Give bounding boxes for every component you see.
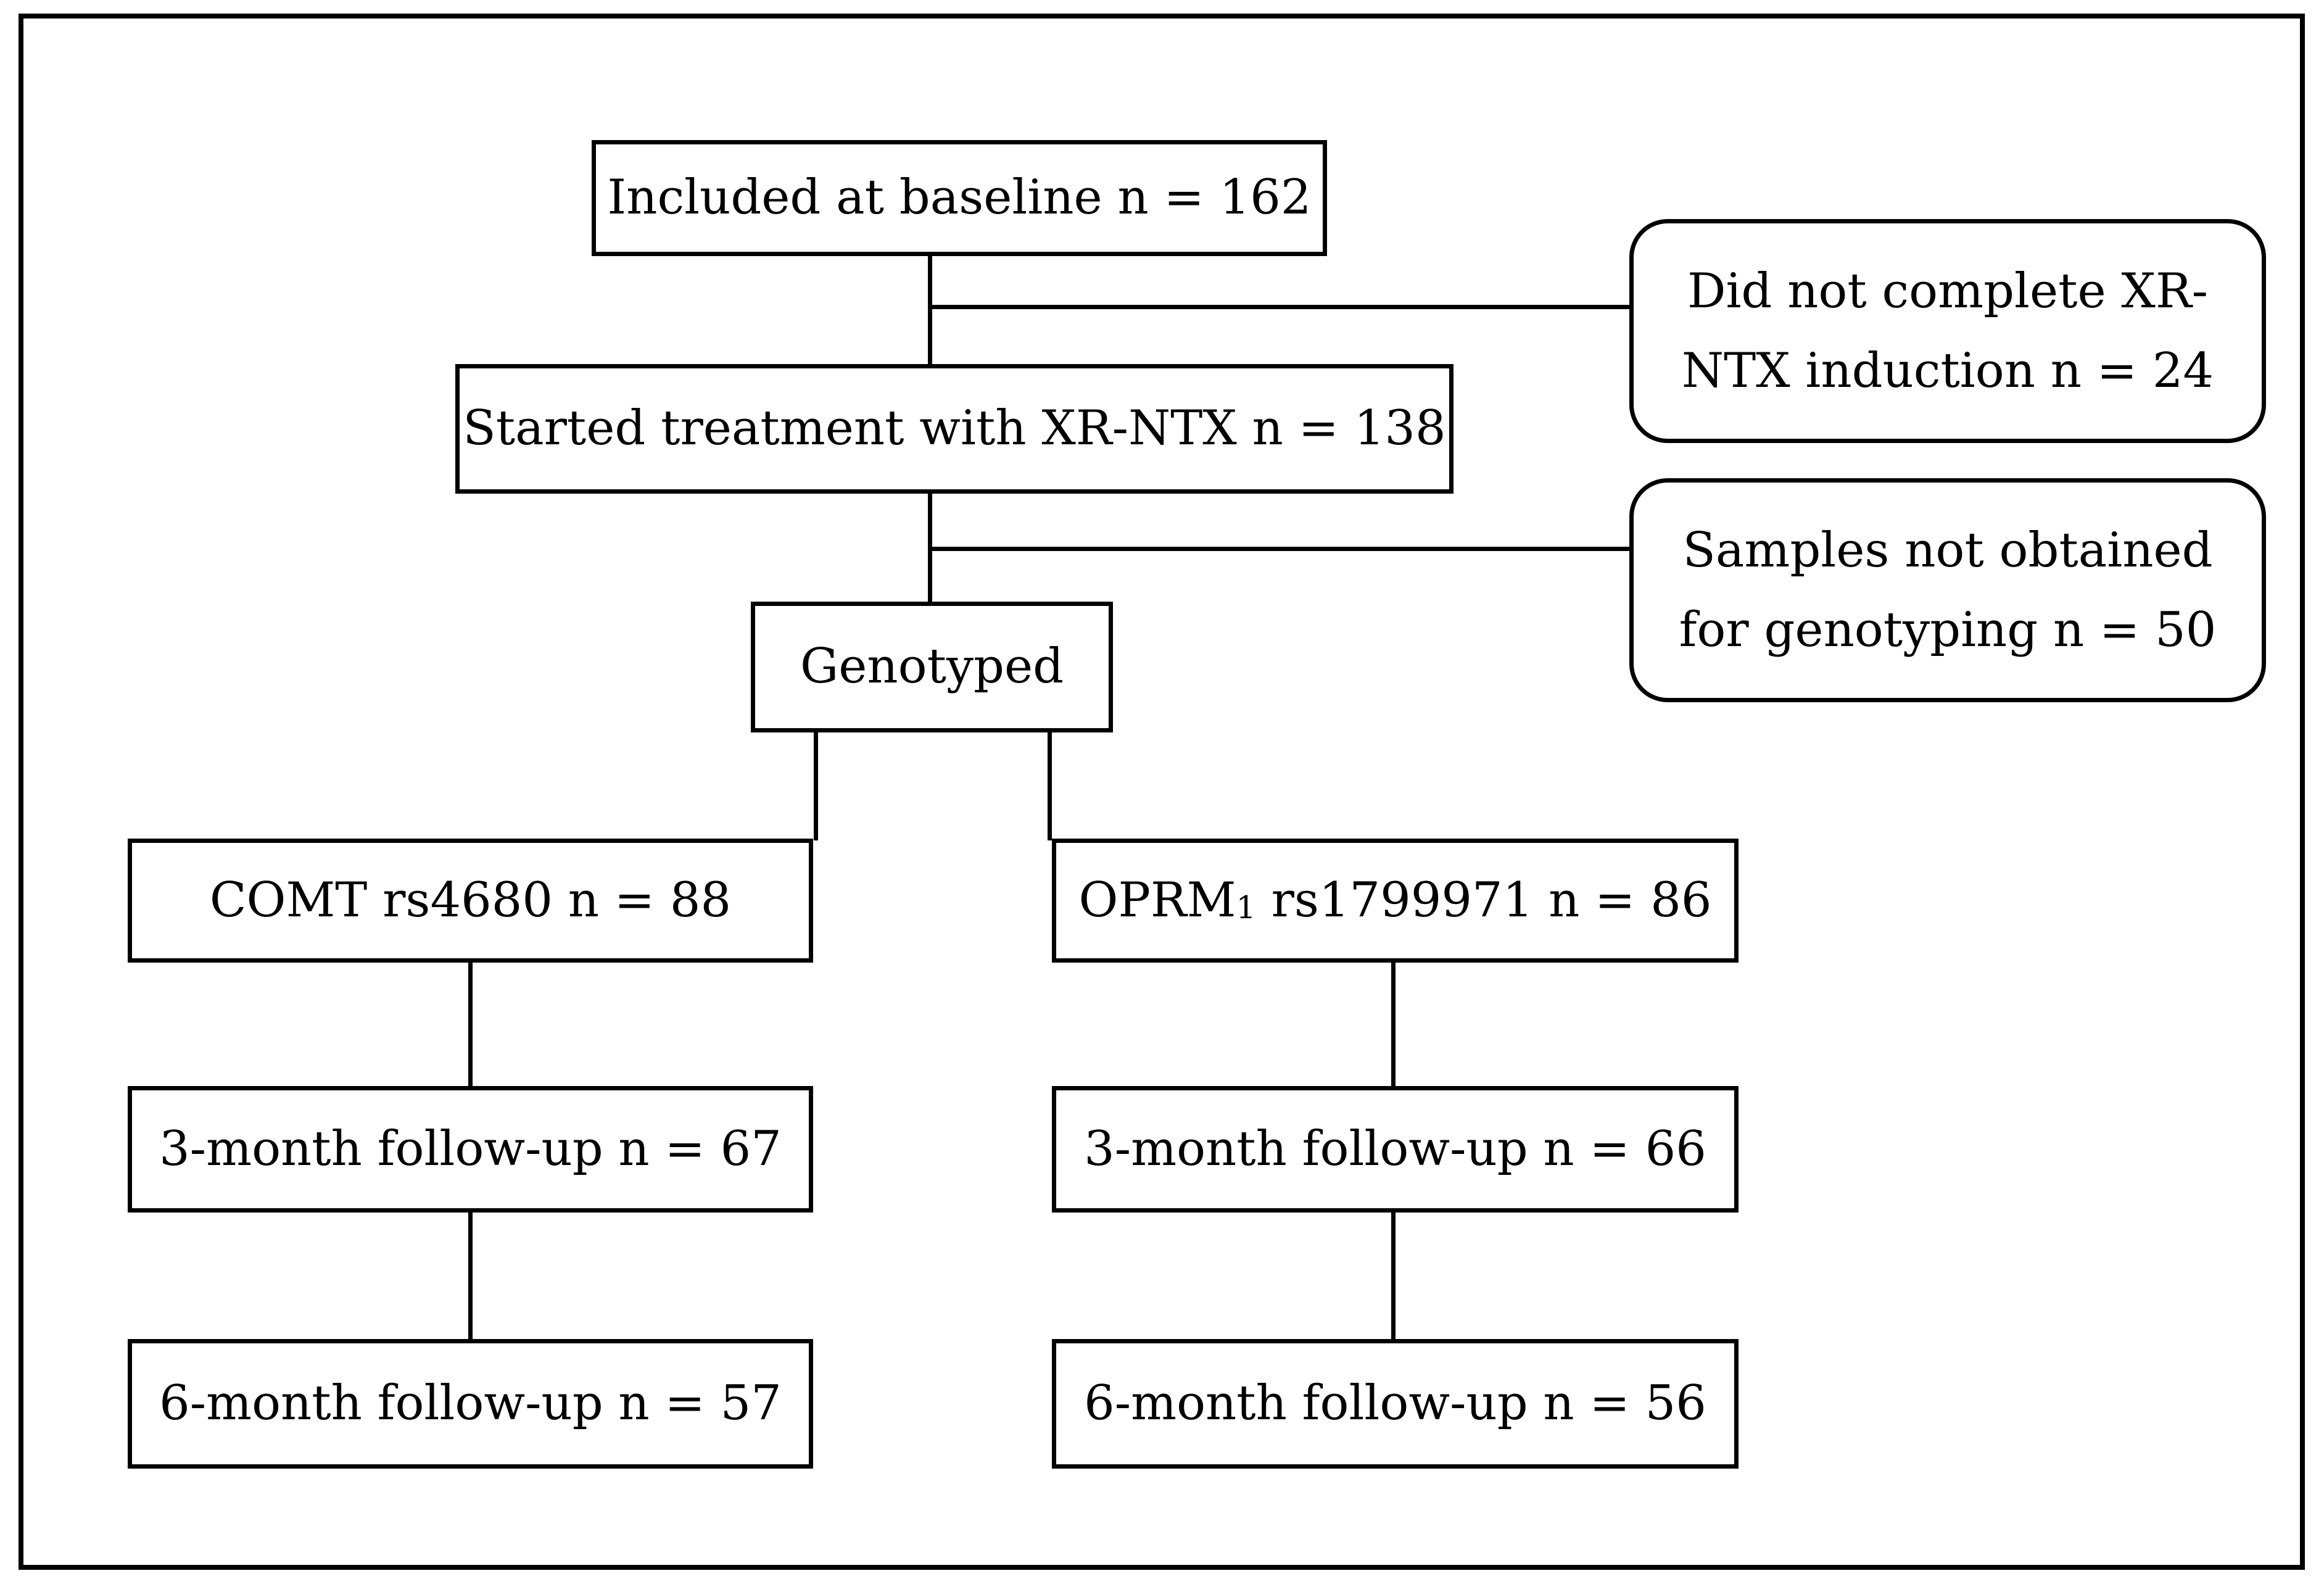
connector-included-to-started (928, 256, 932, 366)
oprm-subscript: 1 (1236, 889, 1256, 926)
node-6month-comt-label: 6-month follow-up n = 57 (159, 1375, 782, 1432)
node-3month-followup-comt: 3-month follow-up n = 67 (128, 1086, 813, 1213)
connector-oprm-to-3month (1391, 961, 1396, 1088)
oprm-gene-text: OPRM (1078, 872, 1236, 928)
node-comt-label: COMT rs4680 n = 88 (209, 872, 732, 928)
node-6month-followup-oprm: 6-month follow-up n = 56 (1052, 1339, 1739, 1469)
node-genotyped: Genotyped (751, 602, 1113, 732)
connector-genotyped-to-comt (814, 731, 818, 840)
node-genotyped-label: Genotyped (800, 639, 1064, 695)
figure-border (19, 14, 2305, 1570)
node-oprm-label: OPRM1 rs1799971 n = 86 (1079, 869, 1712, 932)
node-oprm1-rs1799971: OPRM1 rs1799971 n = 86 (1052, 839, 1739, 963)
node-did-not-complete-induction: Did not complete XR- NTX induction n = 2… (1629, 219, 2266, 443)
node-included-at-baseline: Included at baseline n = 162 (592, 140, 1327, 256)
node-samples-not-obtained-line1: Samples not obtained (1682, 522, 2213, 578)
node-3month-followup-oprm: 3-month follow-up n = 66 (1052, 1086, 1739, 1213)
oprm-rest-text: rs1799971 n = 86 (1255, 872, 1712, 928)
node-6month-followup-comt: 6-month follow-up n = 57 (128, 1339, 813, 1469)
node-samples-not-obtained-line2: for genotyping n = 50 (1679, 602, 2217, 658)
node-did-not-complete-line1: Did not complete XR- (1687, 263, 2209, 319)
node-started-treatment-label: Started treatment with XR-NTX n = 138 (463, 400, 1446, 457)
node-6month-oprm-label: 6-month follow-up n = 56 (1084, 1375, 1706, 1432)
connector-comt-to-3month (468, 961, 473, 1088)
node-comt-rs4680: COMT rs4680 n = 88 (128, 839, 813, 963)
node-included-label: Included at baseline n = 162 (607, 170, 1312, 226)
node-started-treatment: Started treatment with XR-NTX n = 138 (455, 364, 1454, 494)
connector-genotyped-to-oprm (1048, 731, 1052, 840)
connector-branch-did-not-complete (928, 305, 1631, 309)
node-samples-not-obtained: Samples not obtained for genotyping n = … (1629, 478, 2266, 702)
connector-branch-samples-not-obtained (928, 547, 1631, 551)
node-did-not-complete-line2: NTX induction n = 24 (1681, 342, 2214, 399)
connector-3month-to-6month-right (1391, 1211, 1396, 1341)
node-3month-comt-label: 3-month follow-up n = 67 (159, 1121, 782, 1177)
node-3month-oprm-label: 3-month follow-up n = 66 (1084, 1121, 1706, 1177)
connector-3month-to-6month-left (468, 1211, 473, 1341)
